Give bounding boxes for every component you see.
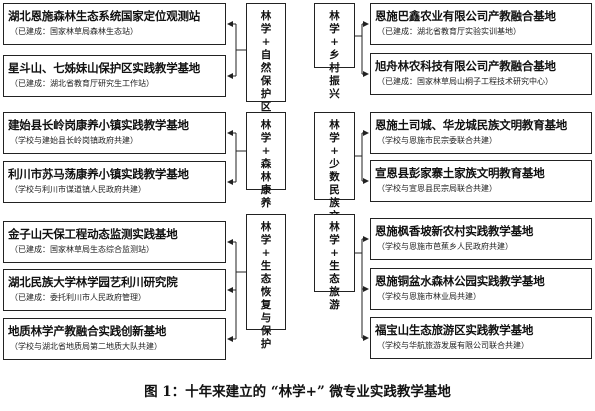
base-note: （学校与宣恩县民宗局联合共建）: [377, 184, 497, 193]
base-name: 利川市苏马荡康养小镇实践教学基地: [8, 167, 189, 181]
base-name: 金子山天保工程动态监测实践基地: [8, 227, 178, 241]
base-box: 建始县长岭岗康养小镇实践教学基地 （学校与建始县长岭岗镇政府共建）: [3, 112, 226, 154]
base-box: 福宝山生态旅游区实践教学基地 （学校与华航旅游发展有限公司联合共建）: [370, 317, 592, 359]
category-label: 林 学 + 森 林 康 养: [260, 119, 272, 209]
base-name: 恩施铜盆水森林公园实践教学基地: [375, 274, 545, 288]
base-box: 金子山天保工程动态监测实践基地 （已建成：国家林草局生态综合监测站）: [3, 221, 226, 263]
figure-caption: 图 1：十年来建立的 “林学+” 微专业实践教学基地: [144, 384, 451, 400]
base-box: 湖北民族大学林学园艺利川研究院 （已建成：委托利川市人民政府管理）: [3, 269, 226, 311]
base-name: 旭舟林农科技有限公司产教融合基地: [375, 59, 556, 73]
base-box: 恩施土司城、华龙城民族文明教育基地 （学校与恩施市民宗委联合共建）: [370, 112, 592, 154]
base-name: 福宝山生态旅游区实践教学基地: [375, 323, 534, 337]
base-note: （已建成：湖北省教育厅研究生工作站）: [10, 79, 154, 88]
base-box: 恩施枫香坡新农村实践教学基地 （学校与恩施市芭蕉乡人民政府共建）: [370, 218, 592, 260]
base-name: 恩施土司城、华龙城民族文明教育基地: [375, 118, 568, 132]
category-box-eco-tourism: 林 学 + 生 态 旅 游: [314, 214, 355, 311]
base-box: 宣恩县彭家寨土家族文明教育基地 （学校与宣恩县民宗局联合共建）: [370, 160, 592, 202]
base-note: （已建成：委托利川市人民政府管理）: [10, 293, 146, 302]
base-note: （已建成：国家林草局森林生态站）: [10, 27, 138, 36]
base-name: 湖北恩施森林生态系统国家定位观测站: [8, 9, 201, 23]
base-box: 恩施巴鑫农业有限公司产教融合基地 （已建成：湖北省教育厅实验实训基地）: [370, 3, 592, 45]
base-note: （学校与恩施市林业局共建）: [377, 292, 481, 301]
category-label: 林 学 + 生 态 恢 复 与 保 护: [260, 221, 272, 350]
category-box-rural-revitalization: 林 学 + 乡 村 振 兴: [314, 3, 355, 100]
category-label: 林 学 + 自 然 保 护 区: [260, 10, 272, 113]
base-box: 旭舟林农科技有限公司产教融合基地 （已建成：国家林草局山桐子工程技术研究中心）: [370, 53, 592, 95]
base-note: （学校与利川市谋道镇人民政府共建）: [10, 185, 146, 194]
category-label: 林 学 + 生 态 旅 游: [329, 221, 340, 311]
category-box-forest-wellness: 林 学 + 森 林 康 养: [246, 112, 286, 209]
base-note: （已建成：国家林草局山桐子工程技术研究中心）: [377, 77, 553, 86]
base-note: （学校与恩施市芭蕉乡人民政府共建）: [377, 242, 513, 251]
category-box-ethnic-civilization: 林 学 + 少 数 民 族 文 明: [314, 112, 355, 235]
base-name: 湖北民族大学林学园艺利川研究院: [8, 275, 178, 289]
base-box: 星斗山、七姊妹山保护区实践教学基地 （已建成：湖北省教育厅研究生工作站）: [3, 55, 226, 97]
base-note: （学校与恩施市民宗委联合共建）: [377, 136, 497, 145]
base-name: 建始县长岭岗康养小镇实践教学基地: [8, 118, 189, 132]
base-box: 地质林学产教融合实践创新基地 （学校与湖北省地质局第二地质大队共建）: [3, 318, 226, 360]
category-box-ecological-restoration: 林 学 + 生 态 恢 复 与 保 护: [246, 214, 286, 350]
base-name: 恩施巴鑫农业有限公司产教融合基地: [375, 9, 556, 23]
base-name: 地质林学产教融合实践创新基地: [8, 324, 167, 338]
base-name: 恩施枫香坡新农村实践教学基地: [375, 224, 534, 238]
category-label: 林 学 + 乡 村 振 兴: [329, 10, 340, 100]
base-note: （学校与湖北省地质局第二地质大队共建）: [10, 342, 162, 351]
base-name: 宣恩县彭家寨土家族文明教育基地: [375, 166, 545, 180]
base-box: 湖北恩施森林生态系统国家定位观测站 （已建成：国家林草局森林生态站）: [3, 3, 226, 45]
base-box: 恩施铜盆水森林公园实践教学基地 （学校与恩施市林业局共建）: [370, 268, 592, 310]
base-note: （已建成：湖北省教育厅实验实训基地）: [377, 27, 521, 36]
base-name: 星斗山、七姊妹山保护区实践教学基地: [8, 61, 201, 75]
base-note: （学校与华航旅游发展有限公司联合共建）: [377, 341, 529, 350]
category-box-nature-reserve: 林 学 + 自 然 保 护 区: [246, 3, 286, 113]
base-note: （已建成：国家林草局生态综合监测站）: [10, 245, 154, 254]
base-box: 利川市苏马荡康养小镇实践教学基地 （学校与利川市谋道镇人民政府共建）: [3, 161, 226, 203]
base-note: （学校与建始县长岭岗镇政府共建）: [10, 136, 138, 145]
